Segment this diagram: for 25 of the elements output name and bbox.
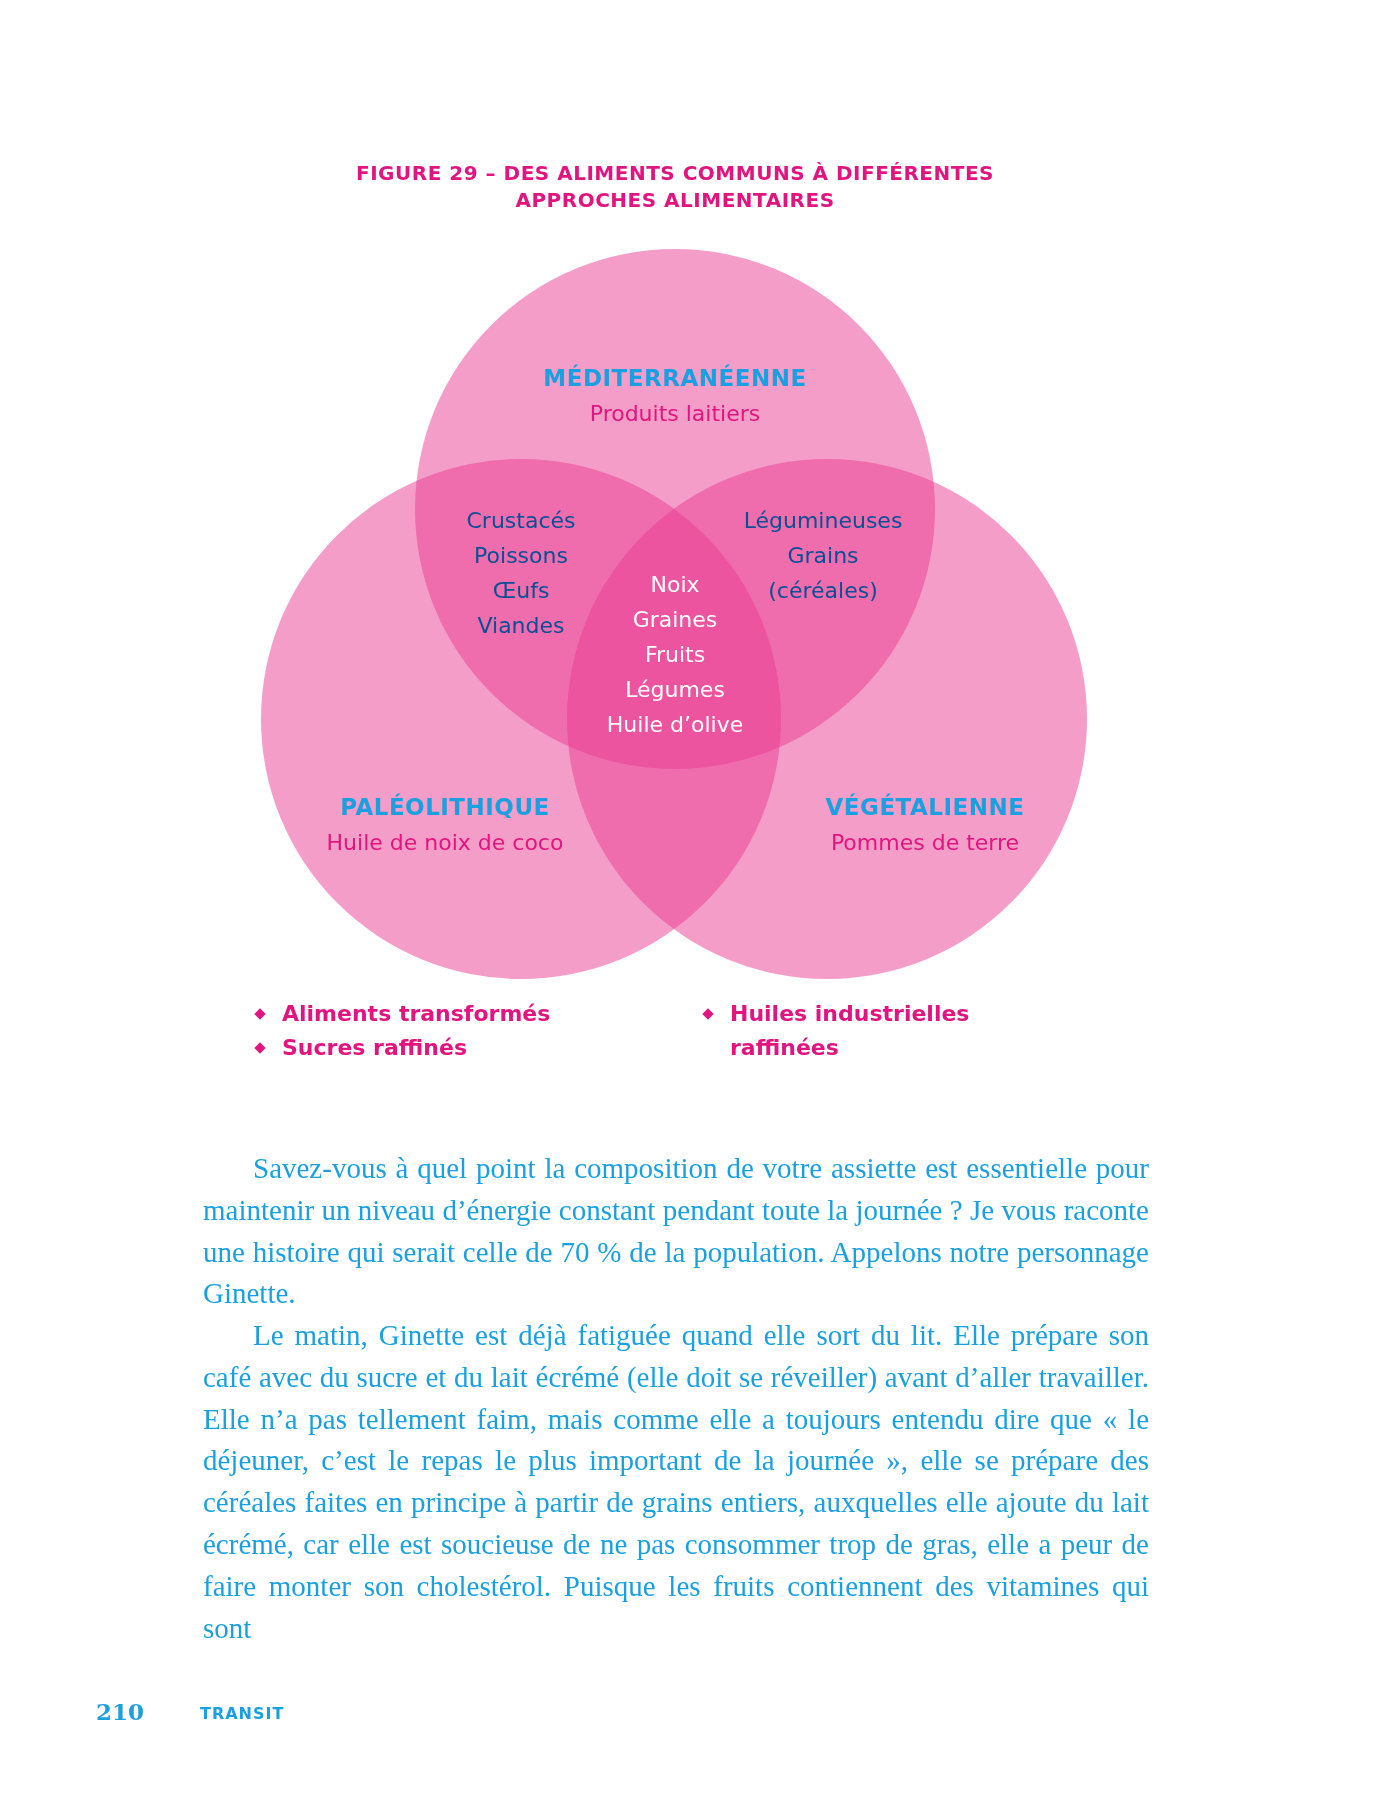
bullet-text: Huiles industrielles raffinées xyxy=(730,1000,971,1062)
food-item: Grains (céréales) xyxy=(767,542,879,605)
figure-title: FIGURE 29 – DES ALIMENTS COMMUNS À DIFFÉRENTES APPROCHES ALIMENTAIRES xyxy=(355,160,995,214)
circle-heading: PALÉOLITHIQUE xyxy=(339,794,551,820)
food-item: Huile de noix de coco xyxy=(325,830,565,855)
food-item: Crustacés xyxy=(465,507,577,535)
food-item: Viandes xyxy=(476,612,566,640)
body-paragraph: Savez-vous à quel point la composition de votre assiette est essentielle pour maintenir un niveau d’énergie constant pendant toute la journée ? Je vous raconte une histoire qui serait celle de 70 % de la population. Appelons notre personnage Ginette. xyxy=(203,1151,1149,1312)
page-number: 210 xyxy=(96,1698,144,1725)
food-item: Fruits xyxy=(643,641,707,669)
food-item: Légumes xyxy=(624,676,726,704)
circle-heading: VÉGÉTALIENNE xyxy=(824,794,1026,820)
food-item: Poissons xyxy=(473,542,569,570)
circle-heading: MÉDITERRANÉENNE xyxy=(542,365,808,391)
food-item: Noix xyxy=(649,571,701,599)
body-paragraph: Le matin, Ginette est déjà fatiguée quand elle sort du lit. Elle prépare son café avec du sucre et du lait écrémé (elle doit se réveiller) avant d’aller travailler. Elle n’a pas tellement faim, mais comme elle a toujours entendu dire que « le déjeuner, c’est le repas le plus important de la journée », elle se prépare des céréales faites en principe à partir de grains entiers, auxquelles elle ajoute du lait écrémé, car elle est soucieuse de ne pas consommer trop de gras, elle a peur de faire monter son cholestérol. Puisque les fruits contiennent des vitamines qui sont xyxy=(203,1318,1149,1646)
food-item: Pommes de terre xyxy=(829,830,1021,855)
food-item: Huile d’olive xyxy=(605,711,745,739)
running-header: TRANSIT xyxy=(200,1704,285,1723)
food-item: Légumineuses xyxy=(742,507,904,535)
food-item: Produits laitiers xyxy=(588,401,762,426)
bullet-text: Sucres raffinés xyxy=(282,1034,468,1062)
food-item: Œufs xyxy=(491,577,551,605)
bullet-text: Aliments transformés xyxy=(282,1000,552,1028)
food-item: Graines xyxy=(631,606,719,634)
